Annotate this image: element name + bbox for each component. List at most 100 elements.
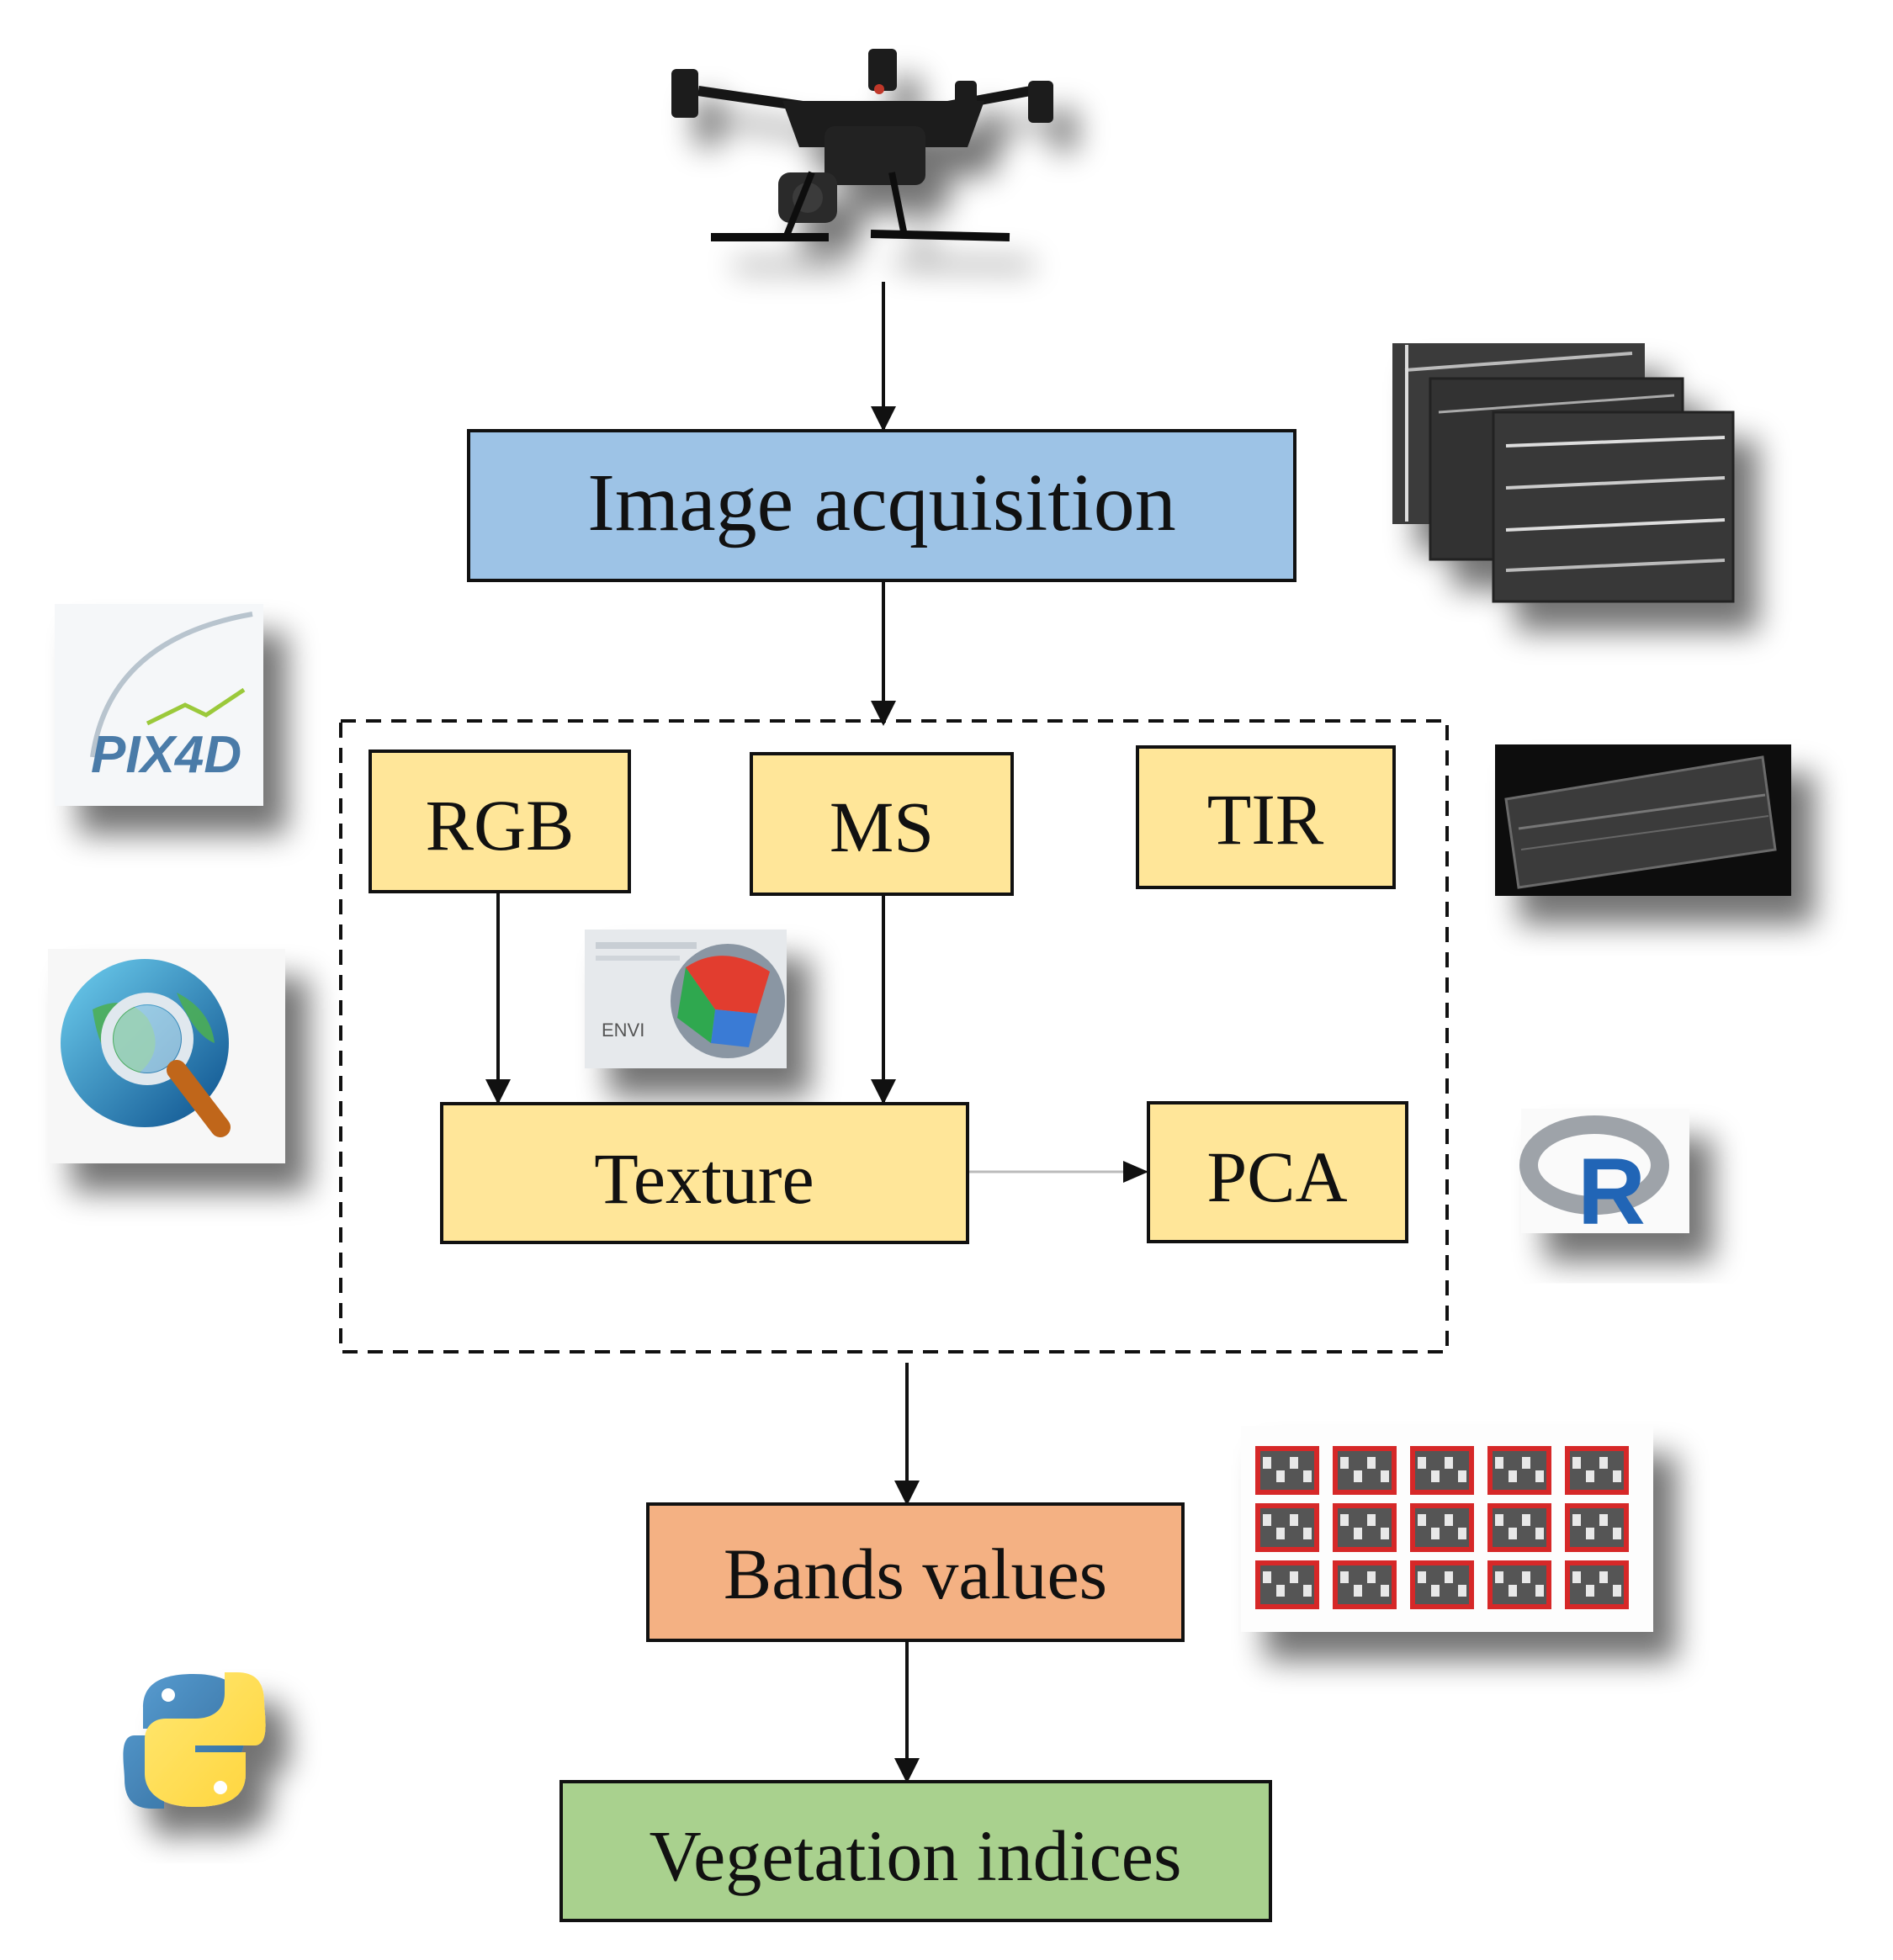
box-vegetation-indices: Vegetation indices xyxy=(559,1780,1272,1922)
plot-cell-texture xyxy=(1418,1457,1426,1469)
box-tir-rect xyxy=(1136,745,1396,889)
plot-cell-texture xyxy=(1599,1514,1608,1526)
svg-text:ENVI: ENVI xyxy=(602,1020,644,1041)
plot-cell-texture xyxy=(1535,1585,1544,1597)
box-image-acquisition: Image acquisition xyxy=(467,429,1296,582)
plot-cell-texture xyxy=(1276,1528,1285,1539)
label-texture: Texture xyxy=(594,1138,814,1219)
plot-cell-texture xyxy=(1572,1514,1581,1526)
box-tir: TIR xyxy=(1136,745,1396,889)
plot-cell-texture xyxy=(1445,1571,1453,1583)
label-image-acquisition: Image acquisition xyxy=(587,458,1175,548)
plot-cell-texture xyxy=(1340,1514,1349,1526)
box-rgb-rect xyxy=(369,750,631,893)
plot-cell-texture xyxy=(1354,1470,1362,1482)
label-rgb: RGB xyxy=(426,785,575,866)
plot-cell-texture xyxy=(1381,1470,1389,1482)
plot-cell-texture xyxy=(1495,1571,1503,1583)
plot-cell-texture xyxy=(1445,1514,1453,1526)
plot-cell-texture xyxy=(1431,1585,1440,1597)
plot-cell-texture xyxy=(1354,1528,1362,1539)
drone-photo xyxy=(671,49,1053,241)
plot-grid-image xyxy=(1241,1426,1653,1632)
plot-cell xyxy=(1565,1560,1629,1609)
plot-cell-texture xyxy=(1431,1470,1440,1482)
plot-cell-texture xyxy=(1354,1585,1362,1597)
plot-cell-texture xyxy=(1367,1514,1376,1526)
box-texture: Texture xyxy=(440,1102,969,1244)
thermal-image xyxy=(1495,744,1791,896)
plot-cell-texture xyxy=(1290,1457,1298,1469)
plot-cell-texture xyxy=(1522,1514,1530,1526)
plot-cell-texture xyxy=(1586,1585,1594,1597)
plot-cell-texture xyxy=(1276,1585,1285,1597)
plot-cell-texture xyxy=(1509,1470,1517,1482)
plot-cell-texture xyxy=(1290,1514,1298,1526)
svg-text:PIX4D: PIX4D xyxy=(91,726,241,784)
plot-cell-texture xyxy=(1572,1571,1581,1583)
box-bands-values: Bands values xyxy=(646,1502,1185,1642)
plot-cell-texture xyxy=(1263,1457,1271,1469)
box-pca: PCA xyxy=(1147,1101,1408,1243)
plot-cell-texture xyxy=(1418,1571,1426,1583)
plot-cell-texture xyxy=(1458,1585,1466,1597)
plot-cell-texture xyxy=(1509,1585,1517,1597)
plot-cell-texture xyxy=(1613,1528,1621,1539)
plot-cell-texture xyxy=(1586,1528,1594,1539)
label-bands-values: Bands values xyxy=(724,1534,1107,1614)
arrowhead-texture-to-pca xyxy=(1123,1161,1148,1183)
plot-cell-texture xyxy=(1458,1470,1466,1482)
plot-cell-texture xyxy=(1572,1457,1581,1469)
box-bands-values-rect xyxy=(646,1502,1185,1642)
plot-cell xyxy=(1255,1503,1319,1552)
box-texture-rect xyxy=(440,1102,969,1244)
plot-cell-texture xyxy=(1495,1457,1503,1469)
plot-cell-texture xyxy=(1599,1571,1608,1583)
plot-cell-texture xyxy=(1381,1528,1389,1539)
plot-cell-texture xyxy=(1495,1514,1503,1526)
box-pca-rect xyxy=(1147,1101,1408,1243)
plot-cell-texture xyxy=(1586,1470,1594,1482)
plot-cell xyxy=(1565,1503,1629,1552)
box-ms: MS xyxy=(750,752,1014,896)
label-vegetation-indices: Vegetation indices xyxy=(650,1815,1182,1896)
qgis-globe-icon xyxy=(48,949,285,1163)
python-logo xyxy=(123,1672,266,1809)
plot-cell-texture xyxy=(1367,1457,1376,1469)
plot-cell-texture xyxy=(1290,1571,1298,1583)
plot-cell-texture xyxy=(1303,1585,1312,1597)
label-tir: TIR xyxy=(1207,779,1324,860)
stacked-image-frames xyxy=(1392,343,1735,603)
label-ms: MS xyxy=(830,787,934,867)
plot-cell-texture xyxy=(1303,1470,1312,1482)
plot-cell-texture xyxy=(1509,1528,1517,1539)
pix4d-logo: PIX4D xyxy=(55,604,263,806)
plot-cell-texture xyxy=(1367,1571,1376,1583)
plot-cell-texture xyxy=(1263,1514,1271,1526)
svg-text:R: R xyxy=(1578,1139,1646,1244)
plot-cell-texture xyxy=(1418,1514,1426,1526)
r-logo: R xyxy=(1519,1109,1689,1244)
plot-cell-texture xyxy=(1599,1457,1608,1469)
plot-cell-texture xyxy=(1431,1528,1440,1539)
plot-cell-texture xyxy=(1613,1470,1621,1482)
box-vegetation-indices-rect xyxy=(559,1780,1272,1922)
plot-cell-texture xyxy=(1340,1457,1349,1469)
plot-cell-texture xyxy=(1522,1457,1530,1469)
plot-cell-texture xyxy=(1276,1470,1285,1482)
envi-logo: ENVI xyxy=(585,930,787,1068)
plot-cell-texture xyxy=(1303,1528,1312,1539)
plot-cell-texture xyxy=(1458,1528,1466,1539)
plot-cell-texture xyxy=(1445,1457,1453,1469)
box-rgb: RGB xyxy=(369,750,631,893)
plot-cell-texture xyxy=(1535,1470,1544,1482)
arrows xyxy=(485,282,1148,1783)
plot-cells xyxy=(1255,1446,1629,1609)
plot-cell-texture xyxy=(1613,1585,1621,1597)
processing-group-dashed-border xyxy=(339,719,1449,1353)
plot-cell-texture xyxy=(1263,1571,1271,1583)
plot-cell-texture xyxy=(1535,1528,1544,1539)
box-ms-rect xyxy=(750,752,1014,896)
label-pca: PCA xyxy=(1206,1136,1347,1217)
